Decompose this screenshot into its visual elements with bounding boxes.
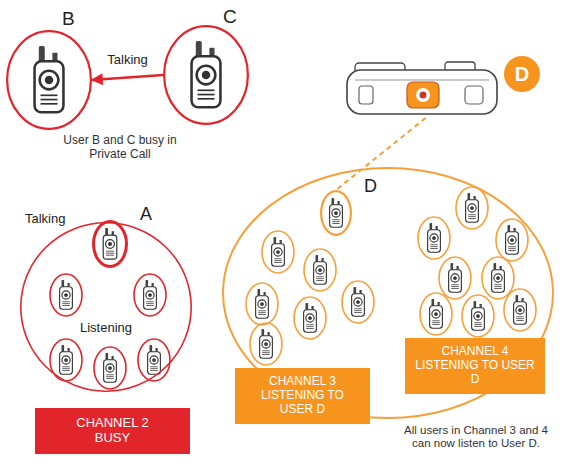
radio-icon — [192, 41, 221, 107]
radio-letter: B — [62, 8, 75, 30]
radio-icon — [352, 287, 365, 316]
channel-box: CHANNEL 4 LISTENING TO USER D — [405, 338, 545, 394]
radio-oval — [504, 289, 536, 331]
oval-outline — [94, 222, 127, 267]
radio-oval — [439, 257, 471, 299]
edge-label: Talking — [105, 52, 149, 67]
radio-icons — [35, 41, 527, 382]
radio-oval: D — [320, 190, 352, 236]
radio-oval — [262, 231, 294, 273]
radio-oval: TalkingA — [92, 220, 128, 268]
radio-oval — [250, 323, 282, 365]
radio-icon — [492, 263, 505, 292]
radio-icon — [466, 193, 479, 222]
user-badge: D — [504, 56, 540, 92]
radio-icon — [256, 289, 269, 318]
channel-label: CHANNEL 3 LISTENING TO USER D — [245, 375, 360, 416]
channel-box: CHANNEL 2 BUSY — [35, 408, 190, 454]
oval-outline — [320, 190, 352, 236]
radio-oval — [294, 297, 326, 339]
group-label: Listening — [68, 321, 144, 336]
radio-icon — [514, 295, 527, 324]
radio-icon — [260, 329, 273, 358]
channel-label: CHANNEL 2 BUSY — [70, 416, 155, 446]
radio-oval — [482, 257, 514, 299]
radio-icon — [314, 255, 327, 284]
radio-ovals — [50, 187, 536, 389]
radio-icon — [506, 225, 519, 254]
channel-group: Listening TalkingA — [20, 222, 192, 392]
radio-icon — [104, 353, 117, 382]
channel-label: CHANNEL 4 LISTENING TO USER D — [415, 345, 535, 386]
oval-outline — [92, 220, 128, 268]
radio-oval — [418, 217, 450, 259]
radio-icon — [472, 301, 485, 330]
broadcast-area — [223, 168, 553, 418]
radio-oval — [304, 249, 336, 291]
dispatch-device: D — [345, 60, 500, 118]
radio-oval — [456, 187, 488, 229]
oval-outline — [20, 222, 192, 392]
radio-oval — [496, 219, 528, 261]
radio-oval — [138, 339, 170, 381]
channel-box: CHANNEL 3 LISTENING TO USER D — [235, 368, 370, 424]
radio-letter: A — [140, 204, 152, 225]
oval-outline — [7, 31, 91, 129]
radio-oval: C — [163, 25, 249, 125]
oval-outline — [164, 26, 248, 124]
radio-oval — [462, 295, 494, 337]
note-text: All users in Channel 3 and 4 can now lis… — [404, 424, 548, 450]
radio-letter: C — [223, 6, 237, 28]
radio-oval — [94, 347, 126, 389]
radio-icon — [60, 345, 73, 374]
radio-oval: B — [6, 30, 92, 130]
oval-outline — [6, 30, 92, 130]
radio-icon — [60, 280, 73, 309]
radio-icon — [103, 228, 117, 259]
oval-outline — [321, 191, 351, 235]
radio-icon — [148, 345, 161, 374]
radio-letter: D — [364, 176, 377, 197]
talk-arrow — [92, 75, 163, 80]
radio-oval — [420, 293, 452, 335]
radio-oval — [50, 274, 82, 316]
status-label: Talking — [25, 212, 65, 227]
radio-oval — [246, 283, 278, 325]
radio-icon — [304, 303, 317, 332]
radio-icon — [272, 237, 285, 266]
radio-oval — [134, 274, 166, 316]
oval-outline — [163, 25, 249, 125]
radio-icon — [428, 223, 441, 252]
broadcast-link — [336, 118, 426, 190]
radio-icon — [430, 299, 443, 328]
radio-icon — [330, 198, 343, 227]
radio-icon — [35, 46, 64, 112]
device-drawing — [345, 60, 500, 118]
radio-oval — [342, 281, 374, 323]
oval-outline — [21, 223, 191, 391]
radio-icon — [144, 280, 157, 309]
radio-icon — [449, 263, 462, 292]
note-text: User B and C busy in Private Call — [52, 133, 188, 161]
